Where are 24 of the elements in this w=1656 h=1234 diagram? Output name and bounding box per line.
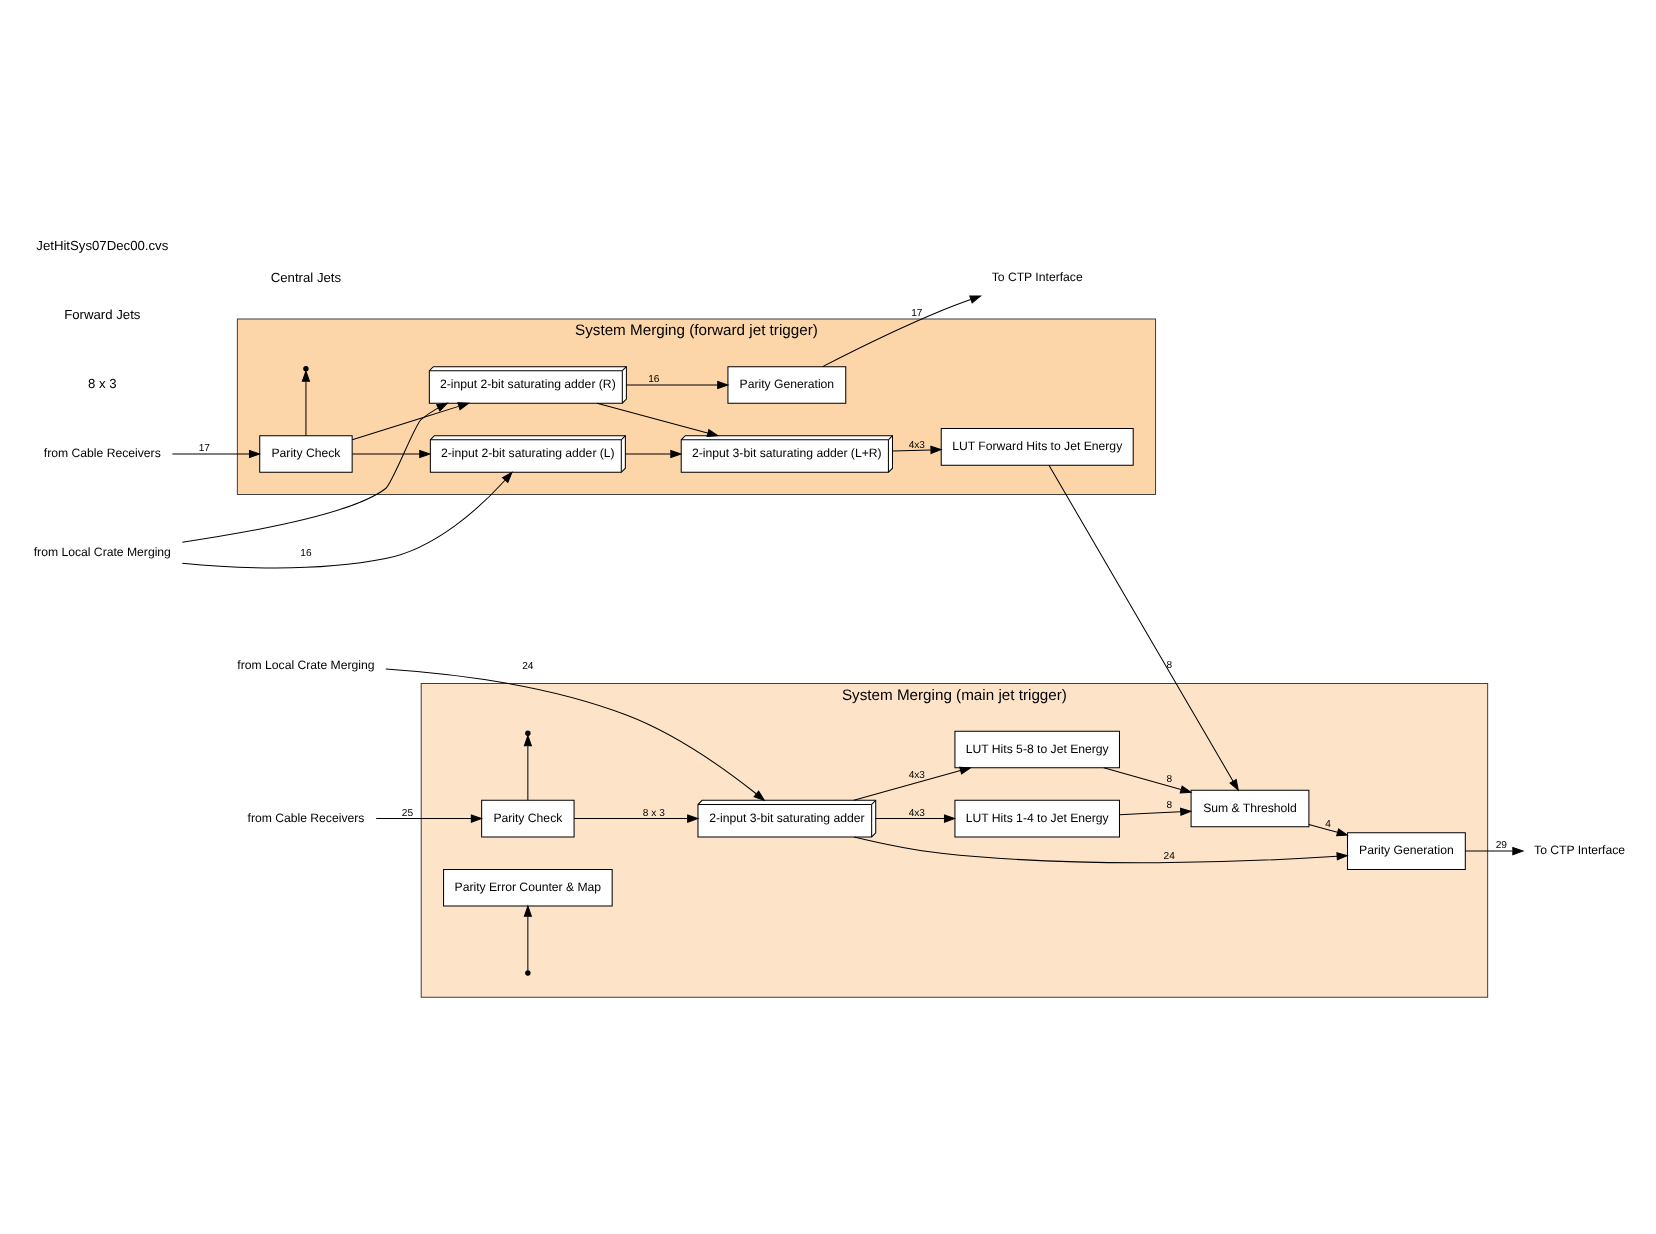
arrow bbox=[300, 369, 310, 437]
arrow bbox=[170, 449, 261, 459]
arrow bbox=[522, 734, 532, 801]
arrow bbox=[852, 836, 1348, 864]
arrow bbox=[350, 402, 470, 441]
arrow bbox=[891, 445, 942, 455]
arrow bbox=[874, 814, 956, 823]
arrow bbox=[1463, 846, 1524, 856]
arrow bbox=[624, 449, 682, 459]
arrow bbox=[1118, 807, 1192, 817]
arrow bbox=[821, 295, 981, 368]
arrow bbox=[1047, 464, 1239, 792]
arrow bbox=[595, 402, 719, 438]
arrow bbox=[180, 402, 448, 543]
arrow bbox=[180, 471, 512, 569]
arrow bbox=[1102, 767, 1192, 794]
arrow bbox=[522, 904, 532, 972]
arrow bbox=[624, 380, 729, 390]
arrow bbox=[374, 814, 483, 823]
arrow bbox=[350, 449, 431, 459]
arrow bbox=[852, 766, 971, 801]
arrow bbox=[384, 668, 765, 802]
arrow bbox=[1307, 823, 1348, 837]
arrow bbox=[572, 814, 699, 823]
